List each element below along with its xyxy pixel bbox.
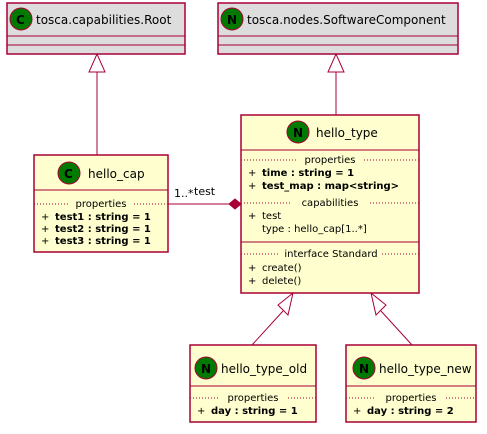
node-spot-letter: N <box>201 362 211 376</box>
member-bullet: + <box>248 168 256 179</box>
property-day: day : string = 1 <box>211 406 298 417</box>
node-hello-type-new[interactable]: N hello_type_new properties + day : stri… <box>345 344 477 423</box>
operation-delete: delete() <box>262 276 301 287</box>
property-test-map: test_map : map<string> <box>262 181 399 192</box>
role-label: test <box>194 185 216 198</box>
class-title: hello_cap <box>88 167 145 181</box>
node-title: hello_type <box>316 126 378 140</box>
property-test2: test2 : string = 1 <box>55 224 151 235</box>
node-spot-letter: N <box>359 362 369 376</box>
member-bullet: + <box>248 276 256 287</box>
member-bullet: + <box>248 263 256 274</box>
property-day: day : string = 2 <box>367 406 454 417</box>
inheritance-hello-cap-to-root <box>88 52 106 155</box>
member-bullet: + <box>41 224 49 235</box>
class-spot-letter: C <box>64 167 73 181</box>
node-spot-letter: N <box>293 126 303 140</box>
class-spot-letter: C <box>16 13 25 27</box>
member-bullet: + <box>353 406 361 417</box>
capability-test: test <box>262 211 281 222</box>
property-test3: test3 : string = 1 <box>55 236 151 247</box>
node-spot-icon <box>194 356 218 380</box>
operation-create: create() <box>262 263 302 274</box>
class-hello-cap[interactable]: C hello_cap properties + test1 : string … <box>33 154 169 253</box>
member-bullet: + <box>248 211 256 222</box>
inheritance-hello-type-to-softwarecomponent <box>327 52 345 115</box>
composition-hello-type-test: 1..* test <box>168 185 242 210</box>
section-label-properties: properties <box>304 155 355 166</box>
class-title: tosca.capabilities.Root <box>36 13 172 27</box>
inheritance-hello-type-new-to-hello-type <box>370 291 413 346</box>
section-label-properties: properties <box>75 199 126 210</box>
section-label-properties: properties <box>227 393 278 404</box>
member-bullet: + <box>197 406 205 417</box>
member-bullet: + <box>248 181 256 192</box>
section-label-properties: properties <box>385 393 436 404</box>
node-spot-letter: N <box>227 13 237 27</box>
property-time: time : string = 1 <box>262 168 354 179</box>
node-spot-icon <box>286 120 310 144</box>
node-hello-type[interactable]: N hello_type properties + time : string … <box>240 114 420 294</box>
property-test1: test1 : string = 1 <box>55 212 151 223</box>
node-title: hello_type_new <box>379 362 472 376</box>
class-tosca-capabilities-root[interactable]: C tosca.capabilities.Root <box>6 2 186 55</box>
multiplicity-label: 1..* <box>174 187 194 200</box>
node-spot-icon <box>352 356 376 380</box>
section-label-interface: interface Standard <box>284 249 377 260</box>
inheritance-hello-type-old-to-hello-type <box>251 291 294 346</box>
node-title: hello_type_old <box>221 362 307 376</box>
node-spot-icon <box>220 7 244 31</box>
class-spot-icon <box>57 161 81 185</box>
member-bullet: + <box>41 236 49 247</box>
section-label-capabilities: capabilities <box>302 198 359 209</box>
member-bullet: + <box>41 212 49 223</box>
node-hello-type-old[interactable]: N hello_type_old properties + day : stri… <box>189 344 317 423</box>
node-title: tosca.nodes.SoftwareComponent <box>247 13 446 27</box>
capability-type: type : hello_cap[1..*] <box>262 224 367 235</box>
class-spot-icon <box>9 7 33 31</box>
node-tosca-nodes-softwarecomponent[interactable]: N tosca.nodes.SoftwareComponent <box>217 2 459 55</box>
